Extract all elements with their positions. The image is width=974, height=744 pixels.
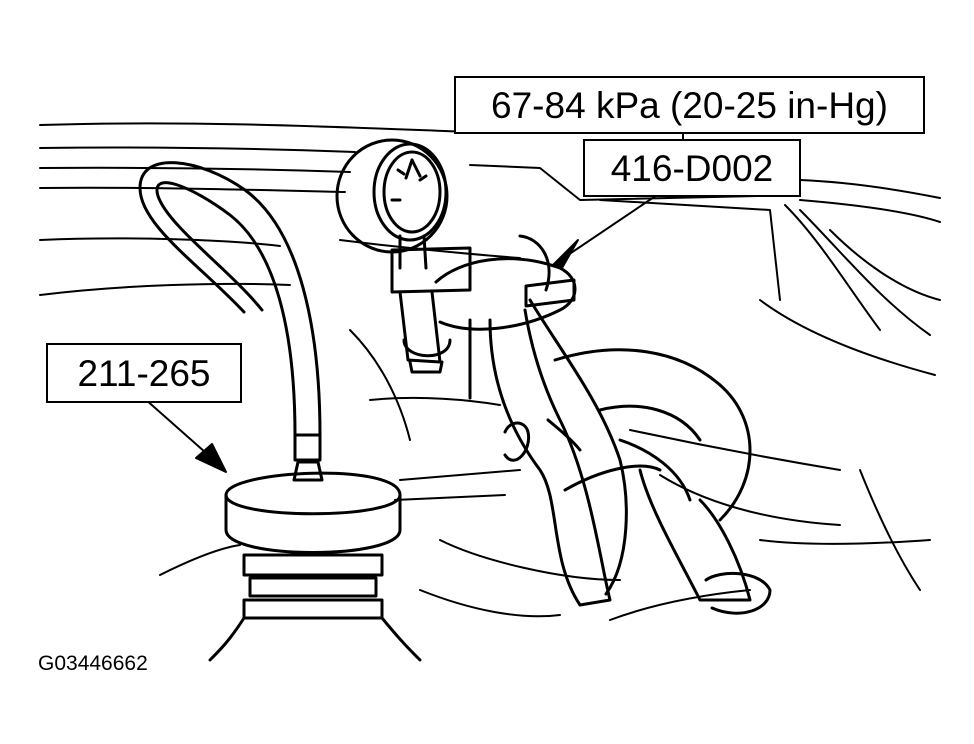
engine-bay-lines (39, 122, 941, 621)
vacuum-spec-label: 67-84 kPa (20-25 in-Hg) (491, 84, 888, 126)
figure-id: G03446662 (38, 652, 148, 675)
adapter-arrowhead (195, 443, 227, 473)
radiator-cap-adapter (208, 433, 422, 662)
pump-tool-label: 416-D002 (610, 147, 774, 189)
pump-tool-callout: 416-D002 (583, 139, 801, 197)
adapter-tool-label: 211-265 (77, 352, 211, 394)
adapter-tool-callout: 211-265 (46, 343, 242, 403)
hand-vacuum-pump (390, 234, 628, 607)
pump-arrowhead (551, 239, 579, 269)
technician-hand (553, 348, 772, 615)
vacuum-hose (138, 161, 322, 437)
vacuum-spec-callout: 67-84 kPa (20-25 in-Hg) (454, 76, 925, 134)
